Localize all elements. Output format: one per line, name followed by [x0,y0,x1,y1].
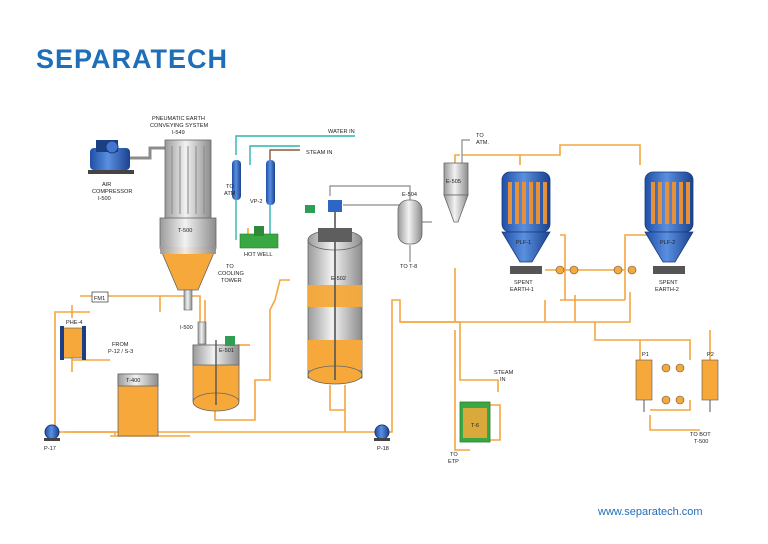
label-to-etp-2: ETP [448,459,459,465]
label-to-atm-1b: ATM [224,191,236,197]
label-plf2: PLF-2 [660,240,675,246]
label-cooling-3: TOWER [221,278,242,284]
label-e504: E-504 [402,192,417,198]
process-lines [54,144,711,451]
vessel-e501 [192,321,240,412]
label-pneumatic-2: CONVEYING SYSTEM [150,123,208,129]
polishing-filter-p1 [635,359,653,412]
cyclone-e505 [443,162,469,223]
label-spent-1b: EARTH-1 [510,287,534,293]
label-cooling-1: TO [226,264,234,270]
filter-plf2 [644,171,694,274]
heat-exchanger-phe4 [60,326,86,360]
pneumatic-conveying-system [159,139,217,311]
label-phe4: PHE-4 [66,320,82,326]
label-to-t8: TO T-8 [400,264,417,270]
label-to-etp-1: TO [450,452,458,458]
label-e501: E-501 [219,348,234,354]
label-from-p12-2: P-12 / S-3 [108,349,133,355]
label-t6: T-6 [471,423,479,429]
label-to-atm-2b: ATM. [476,140,489,146]
label-p18: P-18 [377,446,389,452]
label-p2: P2 [707,352,714,358]
tank-t400 [117,373,159,437]
label-t500: T-500 [178,228,192,234]
label-fm1: FM1 [94,296,105,302]
label-i500: I-500 [180,325,193,331]
label-e505: E-505 [446,179,461,185]
label-steam-in-2a: STEAM [494,370,514,376]
label-to-bot-2: T-500 [694,439,708,445]
label-hot-well: HOT WELL [244,252,273,258]
sight-glasses [555,265,685,405]
label-pneumatic-1: PNEUMATIC EARTH [152,116,205,122]
label-air-2: COMPRESSOR [92,189,132,195]
vent-lines [329,139,470,262]
label-to-bot-1: TO BOT [690,432,711,438]
label-to-atm-1a: TO [226,184,234,190]
diagram-labels: PNEUMATIC EARTH CONVEYING SYSTEM I-549 A… [44,116,714,465]
label-steam-in: STEAM IN [306,150,332,156]
polishing-filter-p2 [701,359,719,412]
website-url[interactable]: www.separatech.com [598,506,703,518]
label-p17: P-17 [44,446,56,452]
separatech-logo: SEPARATECH [36,44,229,74]
pump-p17 [44,424,60,441]
reactor-e502 [305,200,363,385]
utility-lines [235,135,355,240]
label-from-p12-1: FROM [112,342,129,348]
label-air-1: AIR [102,182,111,188]
label-cooling-2: COOLING [218,271,244,277]
label-water-in: WATER IN [328,129,355,135]
label-pneumatic-3: I-549 [172,130,185,136]
label-vp2: VP-2 [250,199,262,205]
label-t400: T-400 [126,378,140,384]
condenser-e504 [397,199,423,245]
label-e502: E-502 [331,276,346,282]
label-spent-2a: SPENT [659,280,678,286]
flow-meter-fm1 [91,291,109,303]
label-spent-2b: EARTH-2 [655,287,679,293]
label-spent-1a: SPENT [514,280,533,286]
air-compressor [88,140,165,174]
vacuum-system-vp2 [232,160,279,249]
label-p1: P1 [642,352,649,358]
pump-p18 [374,424,390,441]
label-to-atm-2a: TO [476,133,484,139]
filter-plf1 [501,171,551,274]
label-plf1: PLF-1 [516,240,531,246]
label-steam-in-2b: IN [500,377,506,383]
label-air-3: I-500 [98,196,111,202]
tank-t6 [459,401,491,443]
